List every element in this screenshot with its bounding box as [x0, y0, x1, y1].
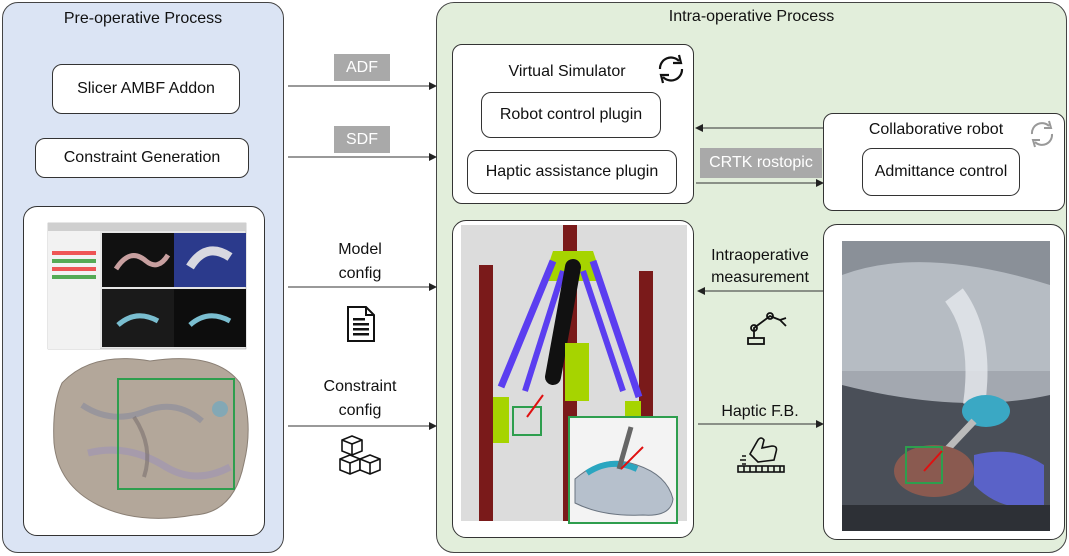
virtual-simulator-title: Virtual Simulator	[508, 63, 626, 80]
pre-operative-title: Pre-operative Process	[63, 10, 223, 27]
cycle-icon	[658, 54, 684, 84]
model-config-label-line1: Model	[338, 241, 382, 258]
constraint-config-label-line2: config	[338, 402, 382, 419]
haptic-hand-icon	[737, 437, 785, 473]
robot-photo-panel	[823, 224, 1065, 540]
intra-operative-title: Intra-operative Process	[668, 8, 835, 25]
admittance-control-box: Admittance control	[862, 148, 1020, 196]
constraint-generation-box: Constraint Generation	[35, 138, 249, 178]
simulator-render-illustration	[461, 225, 687, 524]
robot-photo-illustration	[842, 241, 1050, 531]
robot-arm-icon	[747, 312, 787, 345]
slicer-screenshot-illustration	[47, 222, 249, 519]
constraint-config-label-line1: Constraint	[323, 378, 397, 395]
slicer-image-panel	[23, 206, 265, 536]
haptic-assistance-plugin-box: Haptic assistance plugin	[467, 150, 677, 194]
cycle-icon-robot	[1030, 120, 1054, 148]
robot-control-plugin-box: Robot control plugin	[481, 92, 661, 138]
slicer-ambf-addon-box: Slicer AMBF Addon	[52, 64, 240, 114]
intraop-measurement-label-line2: measurement	[711, 269, 809, 286]
haptic-fb-label: Haptic F.B.	[721, 403, 799, 420]
intraop-measurement-label-line1: Intraoperative	[711, 247, 809, 264]
model-config-label-line2: config	[338, 265, 382, 282]
collaborative-robot-title: Collaborative robot	[868, 121, 1004, 138]
sdf-tag: SDF	[334, 126, 390, 153]
cubes-icon	[339, 435, 381, 475]
crtk-rostopic-tag: CRTK rostopic	[700, 148, 822, 178]
simulator-render-panel	[452, 220, 694, 538]
adf-tag: ADF	[334, 54, 390, 81]
document-icon	[347, 306, 375, 342]
